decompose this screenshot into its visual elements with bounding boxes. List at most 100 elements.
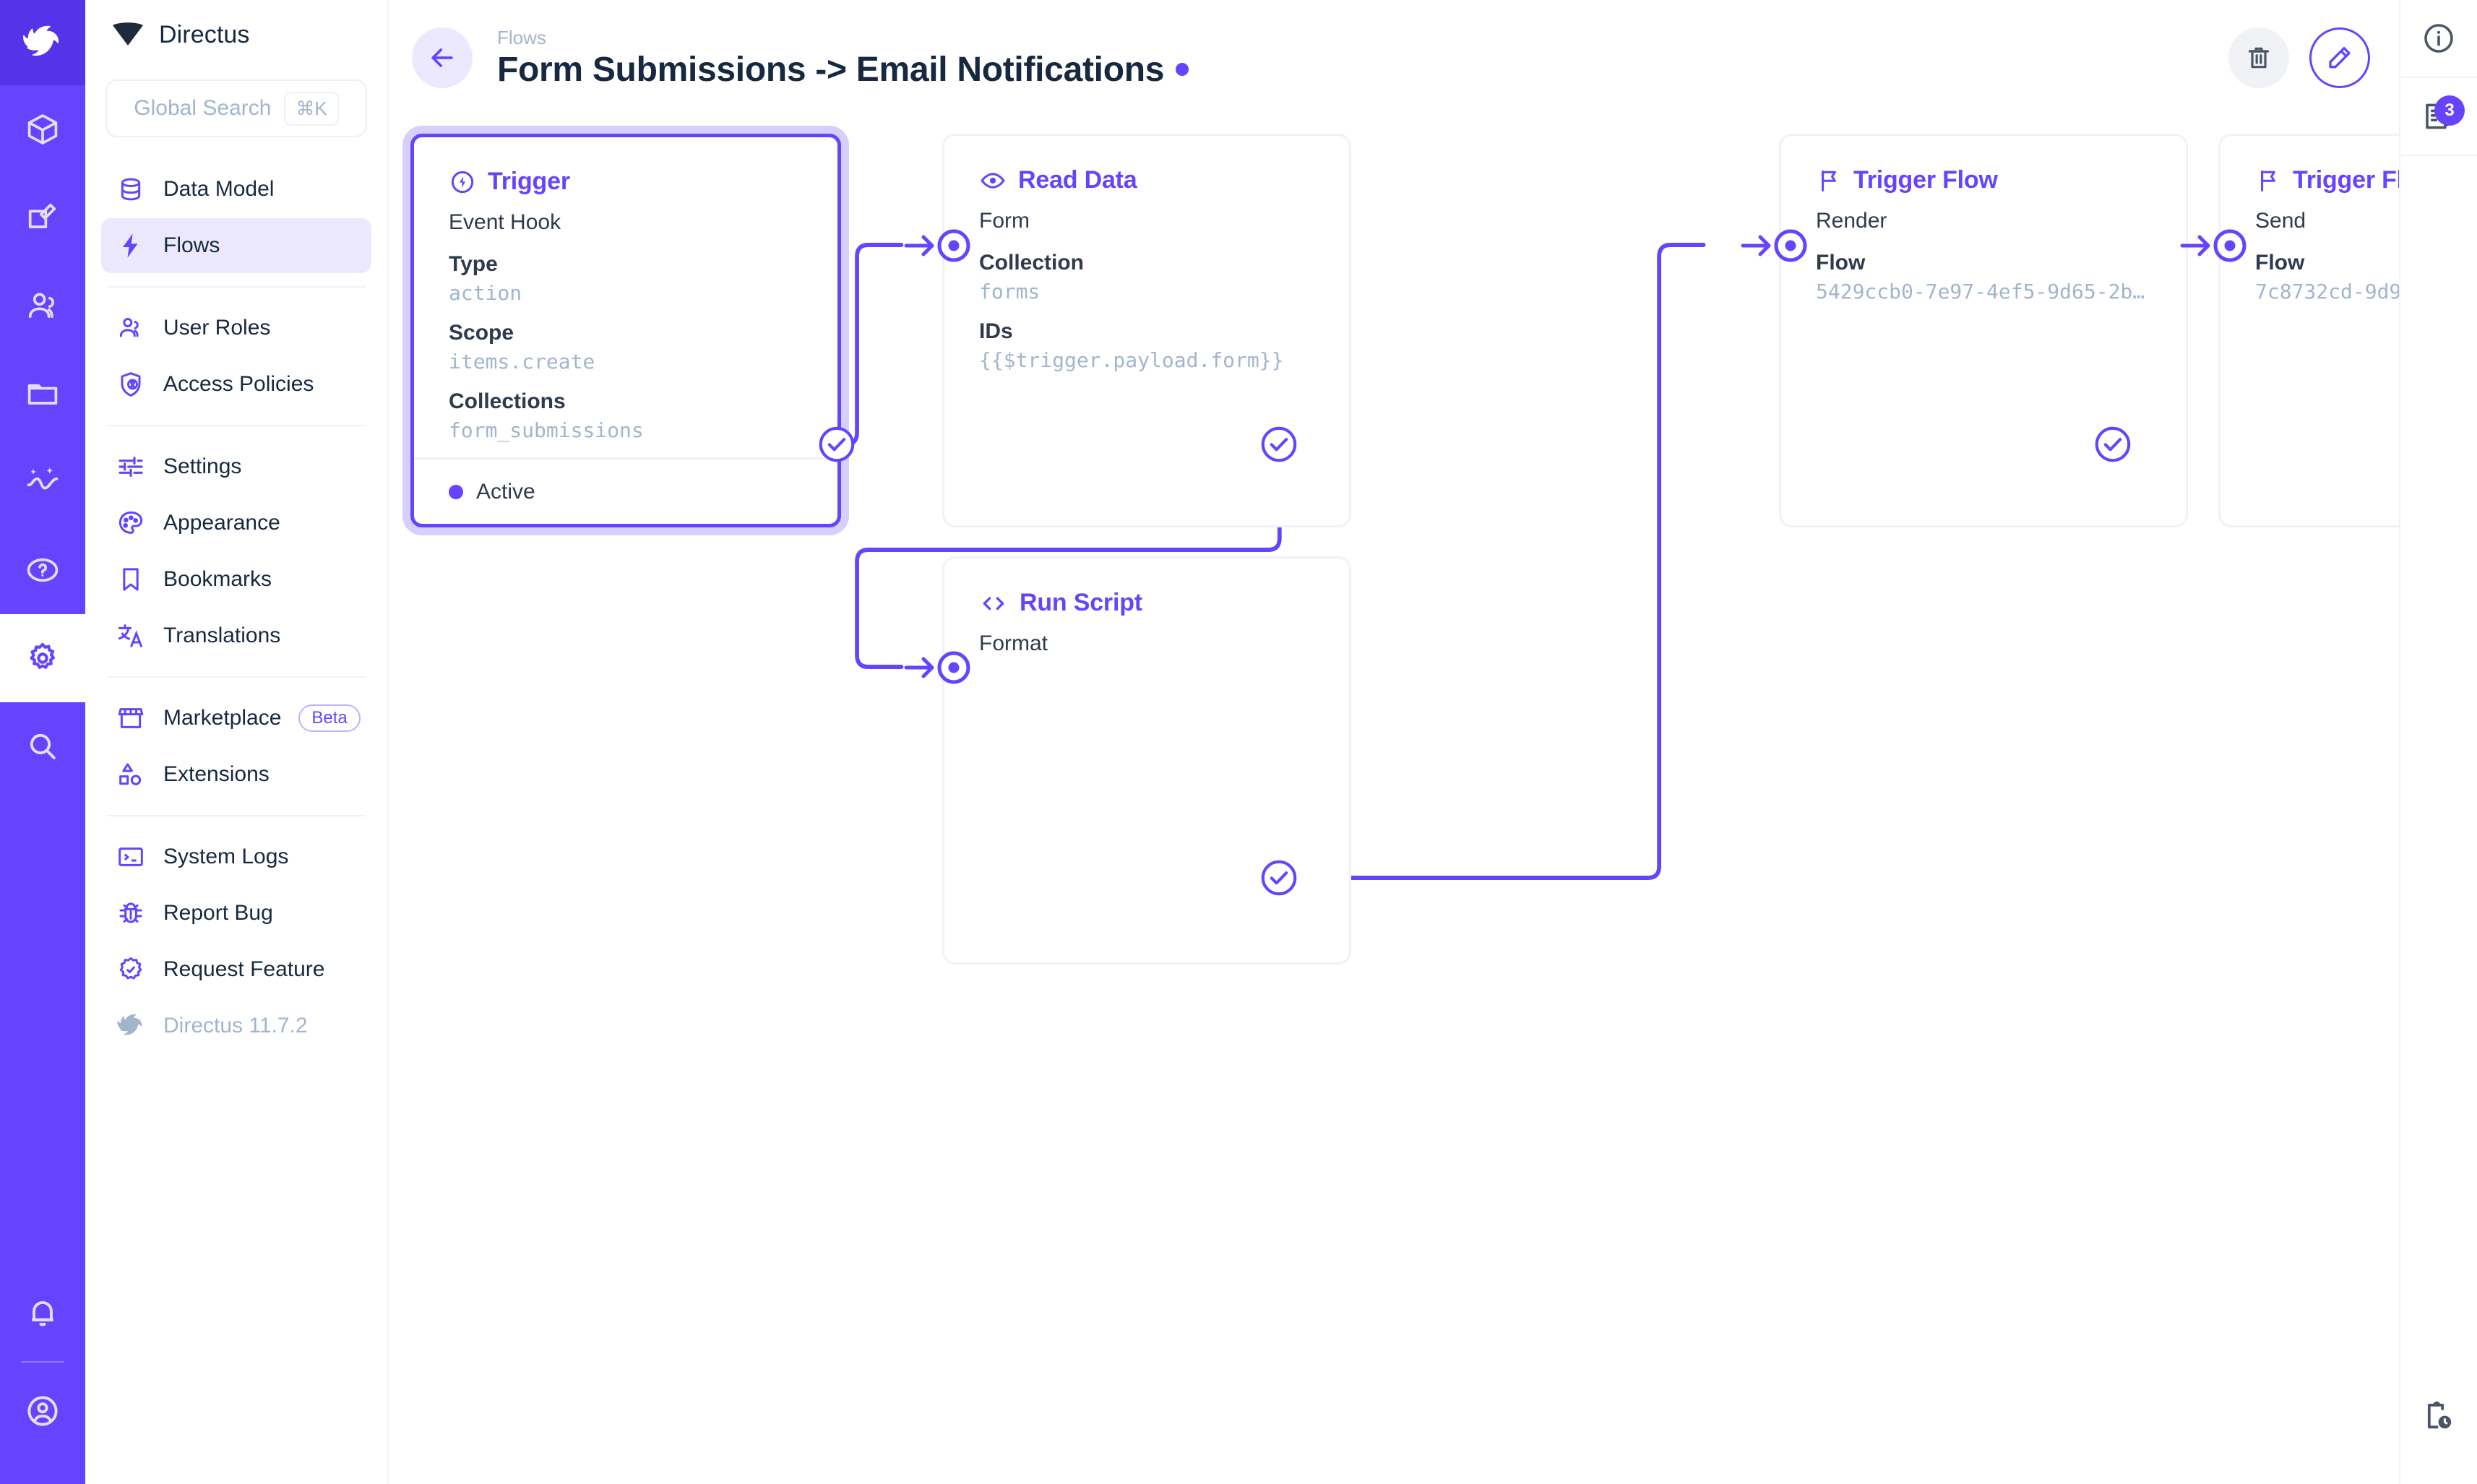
active-status-dot: [449, 484, 463, 499]
arrow-target-icon: [904, 651, 970, 684]
field-key: Collections: [449, 389, 566, 413]
flow-node-trigger-flow-render[interactable]: Trigger Flow Render Flow 5429ccb0-7e97-4…: [1779, 134, 2188, 527]
check-circle-icon: [1261, 860, 1297, 896]
arrow-left-icon: [431, 48, 453, 67]
node-kind-title: Read Data: [944, 136, 1349, 194]
sidebar-item-label: User Roles: [163, 316, 271, 340]
node-body: Send Flow 7c8732cd-9d9e-44be: [2220, 194, 2399, 303]
translate-icon: [116, 621, 146, 651]
rail-help[interactable]: [0, 526, 85, 614]
rail-search[interactable]: [0, 702, 85, 790]
info-circle-icon: [2424, 24, 2453, 53]
directus-logo[interactable]: [0, 0, 85, 85]
handle-read-data-input[interactable]: [903, 225, 983, 266]
field-value: action: [449, 281, 522, 305]
sidebar-item-marketplace[interactable]: Marketplace Beta: [101, 691, 371, 746]
sidebar-item-extensions[interactable]: Extensions: [101, 747, 371, 802]
field-value: 5429ccb0-7e97-4ef5-9d65-2b…: [1816, 280, 2145, 303]
page-title-text: Form Submissions -> Email Notifications: [497, 50, 1165, 89]
sidebar-item-label: Report Bug: [163, 901, 273, 925]
node-kind-label: Trigger Flow: [1853, 166, 1998, 194]
field-value: items.create: [449, 350, 595, 374]
sidebar-item-settings[interactable]: Settings: [101, 439, 371, 494]
sidebar-item-report-bug[interactable]: Report Bug: [101, 886, 371, 941]
delete-flow-button[interactable]: [2228, 27, 2289, 88]
palette-icon: [116, 508, 146, 538]
sidebar-item-access-policies[interactable]: Access Policies: [101, 357, 371, 412]
flow-node-read-data[interactable]: Read Data Form Collection forms IDs {{$t…: [942, 134, 1351, 527]
sidebar-item-label: Marketplace: [163, 706, 282, 730]
sidebar-item-flows[interactable]: Flows: [101, 218, 371, 273]
rail-users[interactable]: [0, 262, 85, 350]
rail-account[interactable]: [0, 1367, 85, 1455]
flag-icon: [2261, 170, 2275, 191]
handle-trigger-flow-render-resolve[interactable]: [2092, 423, 2134, 465]
sidebar-item-translations[interactable]: Translations: [101, 608, 371, 663]
sidebar-item-request-feature[interactable]: Request Feature: [101, 942, 371, 997]
clipboard-clock-icon: [2427, 1401, 2452, 1429]
flow-node-trigger[interactable]: Trigger Event Hook Type action Scope ite…: [410, 134, 841, 527]
settings-sidebar: Directus Global Search ⌘K Data Model Flo…: [85, 0, 389, 1484]
rail-content[interactable]: [0, 85, 85, 173]
directus-mark-icon: [113, 22, 143, 46]
sidebar-item-appearance[interactable]: Appearance: [101, 496, 371, 551]
rail-insights[interactable]: [0, 438, 85, 526]
sidebar-item-label: Flows: [163, 233, 220, 257]
back-button[interactable]: [412, 27, 473, 88]
rail-editor[interactable]: [0, 173, 85, 262]
flow-status-dot: [1176, 63, 1189, 77]
shapes-icon: [116, 759, 146, 790]
verified-icon: [116, 954, 146, 985]
handle-read-data-resolve[interactable]: [1258, 423, 1300, 465]
flow-canvas[interactable]: Trigger Event Hook Type action Scope ite…: [389, 116, 2399, 1484]
rail-notifications[interactable]: [0, 1269, 85, 1357]
field-key: IDs: [979, 319, 1013, 343]
node-kind-label: Trigger: [488, 168, 570, 195]
field-key: Flow: [1816, 251, 1866, 275]
database-icon: [116, 174, 146, 204]
handle-run-script-input[interactable]: [903, 647, 983, 688]
rail-settings[interactable]: [0, 614, 85, 702]
flow-node-trigger-flow-send[interactable]: Trigger Flow Send Flow 7c8732cd-9d9e-44b…: [2218, 134, 2399, 527]
rail-divider: [21, 1361, 64, 1363]
activity-history-button[interactable]: [2400, 1377, 2477, 1455]
node-body: Format: [944, 617, 1349, 656]
field-key: Type: [449, 252, 498, 276]
users-icon: [116, 313, 146, 343]
node-name: Send: [2255, 209, 2306, 233]
eye-icon: [981, 172, 1005, 189]
sidebar-version-label: Directus 11.7.2: [163, 1014, 308, 1037]
flow-logs-button[interactable]: 3: [2400, 78, 2477, 156]
sidebar-header: Directus: [101, 0, 371, 69]
edit-flow-button[interactable]: [2309, 27, 2370, 88]
sidebar-item-label: Access Policies: [163, 372, 314, 396]
sidebar-divider: [107, 286, 366, 288]
sidebar-item-label: Translations: [163, 624, 281, 647]
sidebar-item-bookmarks[interactable]: Bookmarks: [101, 552, 371, 607]
node-name: Format: [979, 631, 1048, 655]
check-circle-icon: [819, 426, 855, 462]
check-circle-icon: [1261, 426, 1297, 462]
sidebar-item-user-roles[interactable]: User Roles: [101, 301, 371, 355]
sidebar-item-label: Appearance: [163, 511, 280, 535]
global-search-input[interactable]: Global Search ⌘K: [105, 79, 367, 137]
field-key: Flow: [2255, 251, 2305, 275]
field-key: Collection: [979, 251, 1085, 275]
flow-node-run-script[interactable]: Run Script Format: [942, 556, 1351, 965]
sidebar-title: Directus: [159, 20, 250, 48]
sidebar-divider: [107, 815, 366, 816]
flow-info-button[interactable]: [2400, 0, 2477, 78]
handle-run-script-resolve[interactable]: [1258, 857, 1300, 899]
sidebar-item-system-logs[interactable]: System Logs: [101, 829, 371, 884]
field-key: Scope: [449, 321, 514, 345]
arrow-target-icon: [904, 229, 970, 262]
handle-trigger-flow-send-input[interactable]: [2179, 225, 2259, 266]
pencil-icon: [2329, 47, 2351, 69]
rail-files[interactable]: [0, 350, 85, 438]
breadcrumb[interactable]: Flows: [497, 27, 546, 49]
handle-trigger-resolve[interactable]: [816, 423, 858, 465]
handle-trigger-flow-render-input[interactable]: [1740, 225, 1819, 266]
sidebar-item-data-model[interactable]: Data Model: [101, 162, 371, 217]
field-value: forms: [979, 280, 1041, 303]
